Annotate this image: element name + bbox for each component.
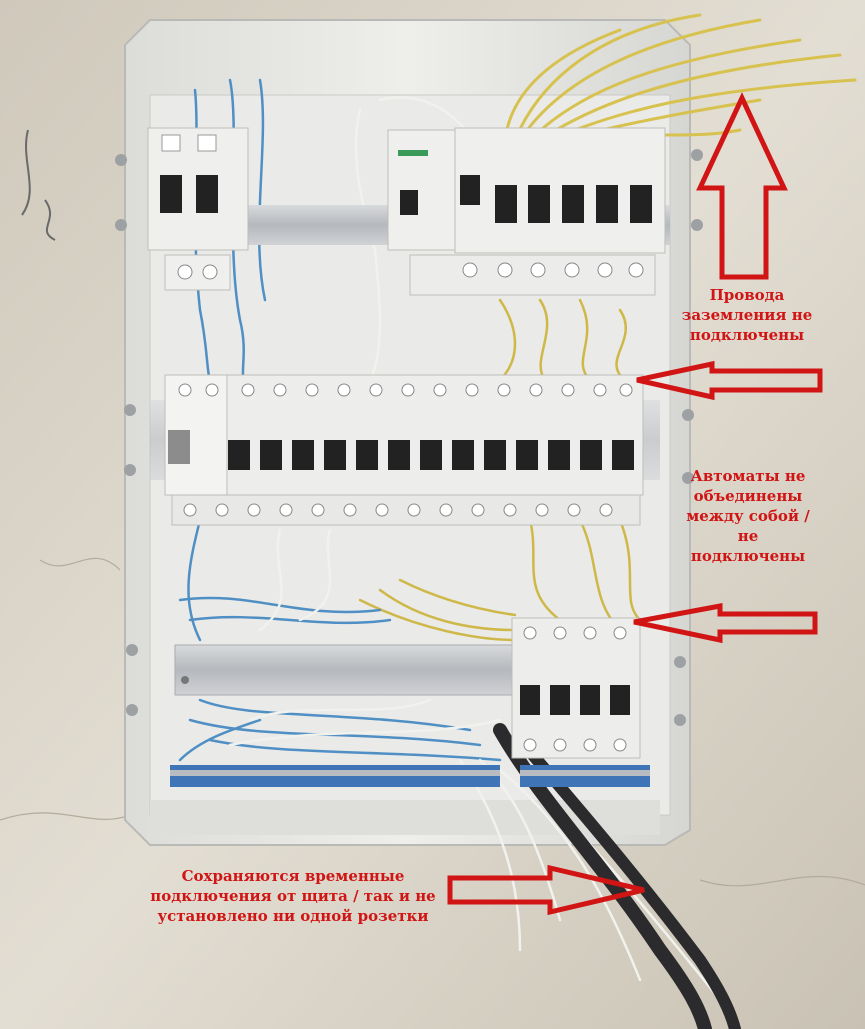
arrow-left-icon-breakers	[636, 360, 823, 401]
annotation-line: объединены	[693, 487, 803, 505]
annotation-line: Провода	[709, 286, 785, 304]
top-breakers	[454, 127, 666, 254]
annotation-line: не	[737, 527, 759, 545]
top-terminal-block	[164, 254, 231, 291]
annotation-line: установлено ни одной розетки	[157, 907, 429, 925]
bottom-breakers-group	[511, 617, 641, 759]
arrow-up-icon	[696, 92, 788, 280]
middle-terminals-bottom	[171, 494, 641, 526]
annotation-line: подключены	[689, 326, 805, 344]
annotation-line: заземления не	[681, 306, 813, 324]
wall-marking	[21, 129, 56, 241]
annotation-ground-wires: Провода заземления не подключены	[672, 285, 822, 345]
annotation-line: Сохраняются временные	[181, 867, 405, 885]
wall-cracks	[0, 557, 865, 887]
arrow-right-icon	[447, 864, 645, 916]
bottom-din-rail	[174, 644, 521, 696]
annotation-breakers: Автоматы не объединены между собой / не …	[674, 466, 822, 566]
annotation-line: Автоматы не	[690, 467, 806, 485]
top-breakers-terminals	[409, 254, 656, 296]
terminal-bus-bars	[170, 765, 650, 787]
rcd-device	[387, 129, 459, 251]
annotation-temporary-connections: Сохраняются временные подключения от щит…	[148, 866, 438, 926]
annotation-line: подключения от щита / так и не	[150, 887, 436, 905]
middle-breaker-row	[164, 374, 644, 496]
arrow-left-icon-group	[633, 602, 818, 644]
annotation-line: подключены	[690, 547, 806, 565]
annotation-line: между собой /	[686, 507, 810, 525]
main-switch-2pole	[147, 127, 249, 251]
